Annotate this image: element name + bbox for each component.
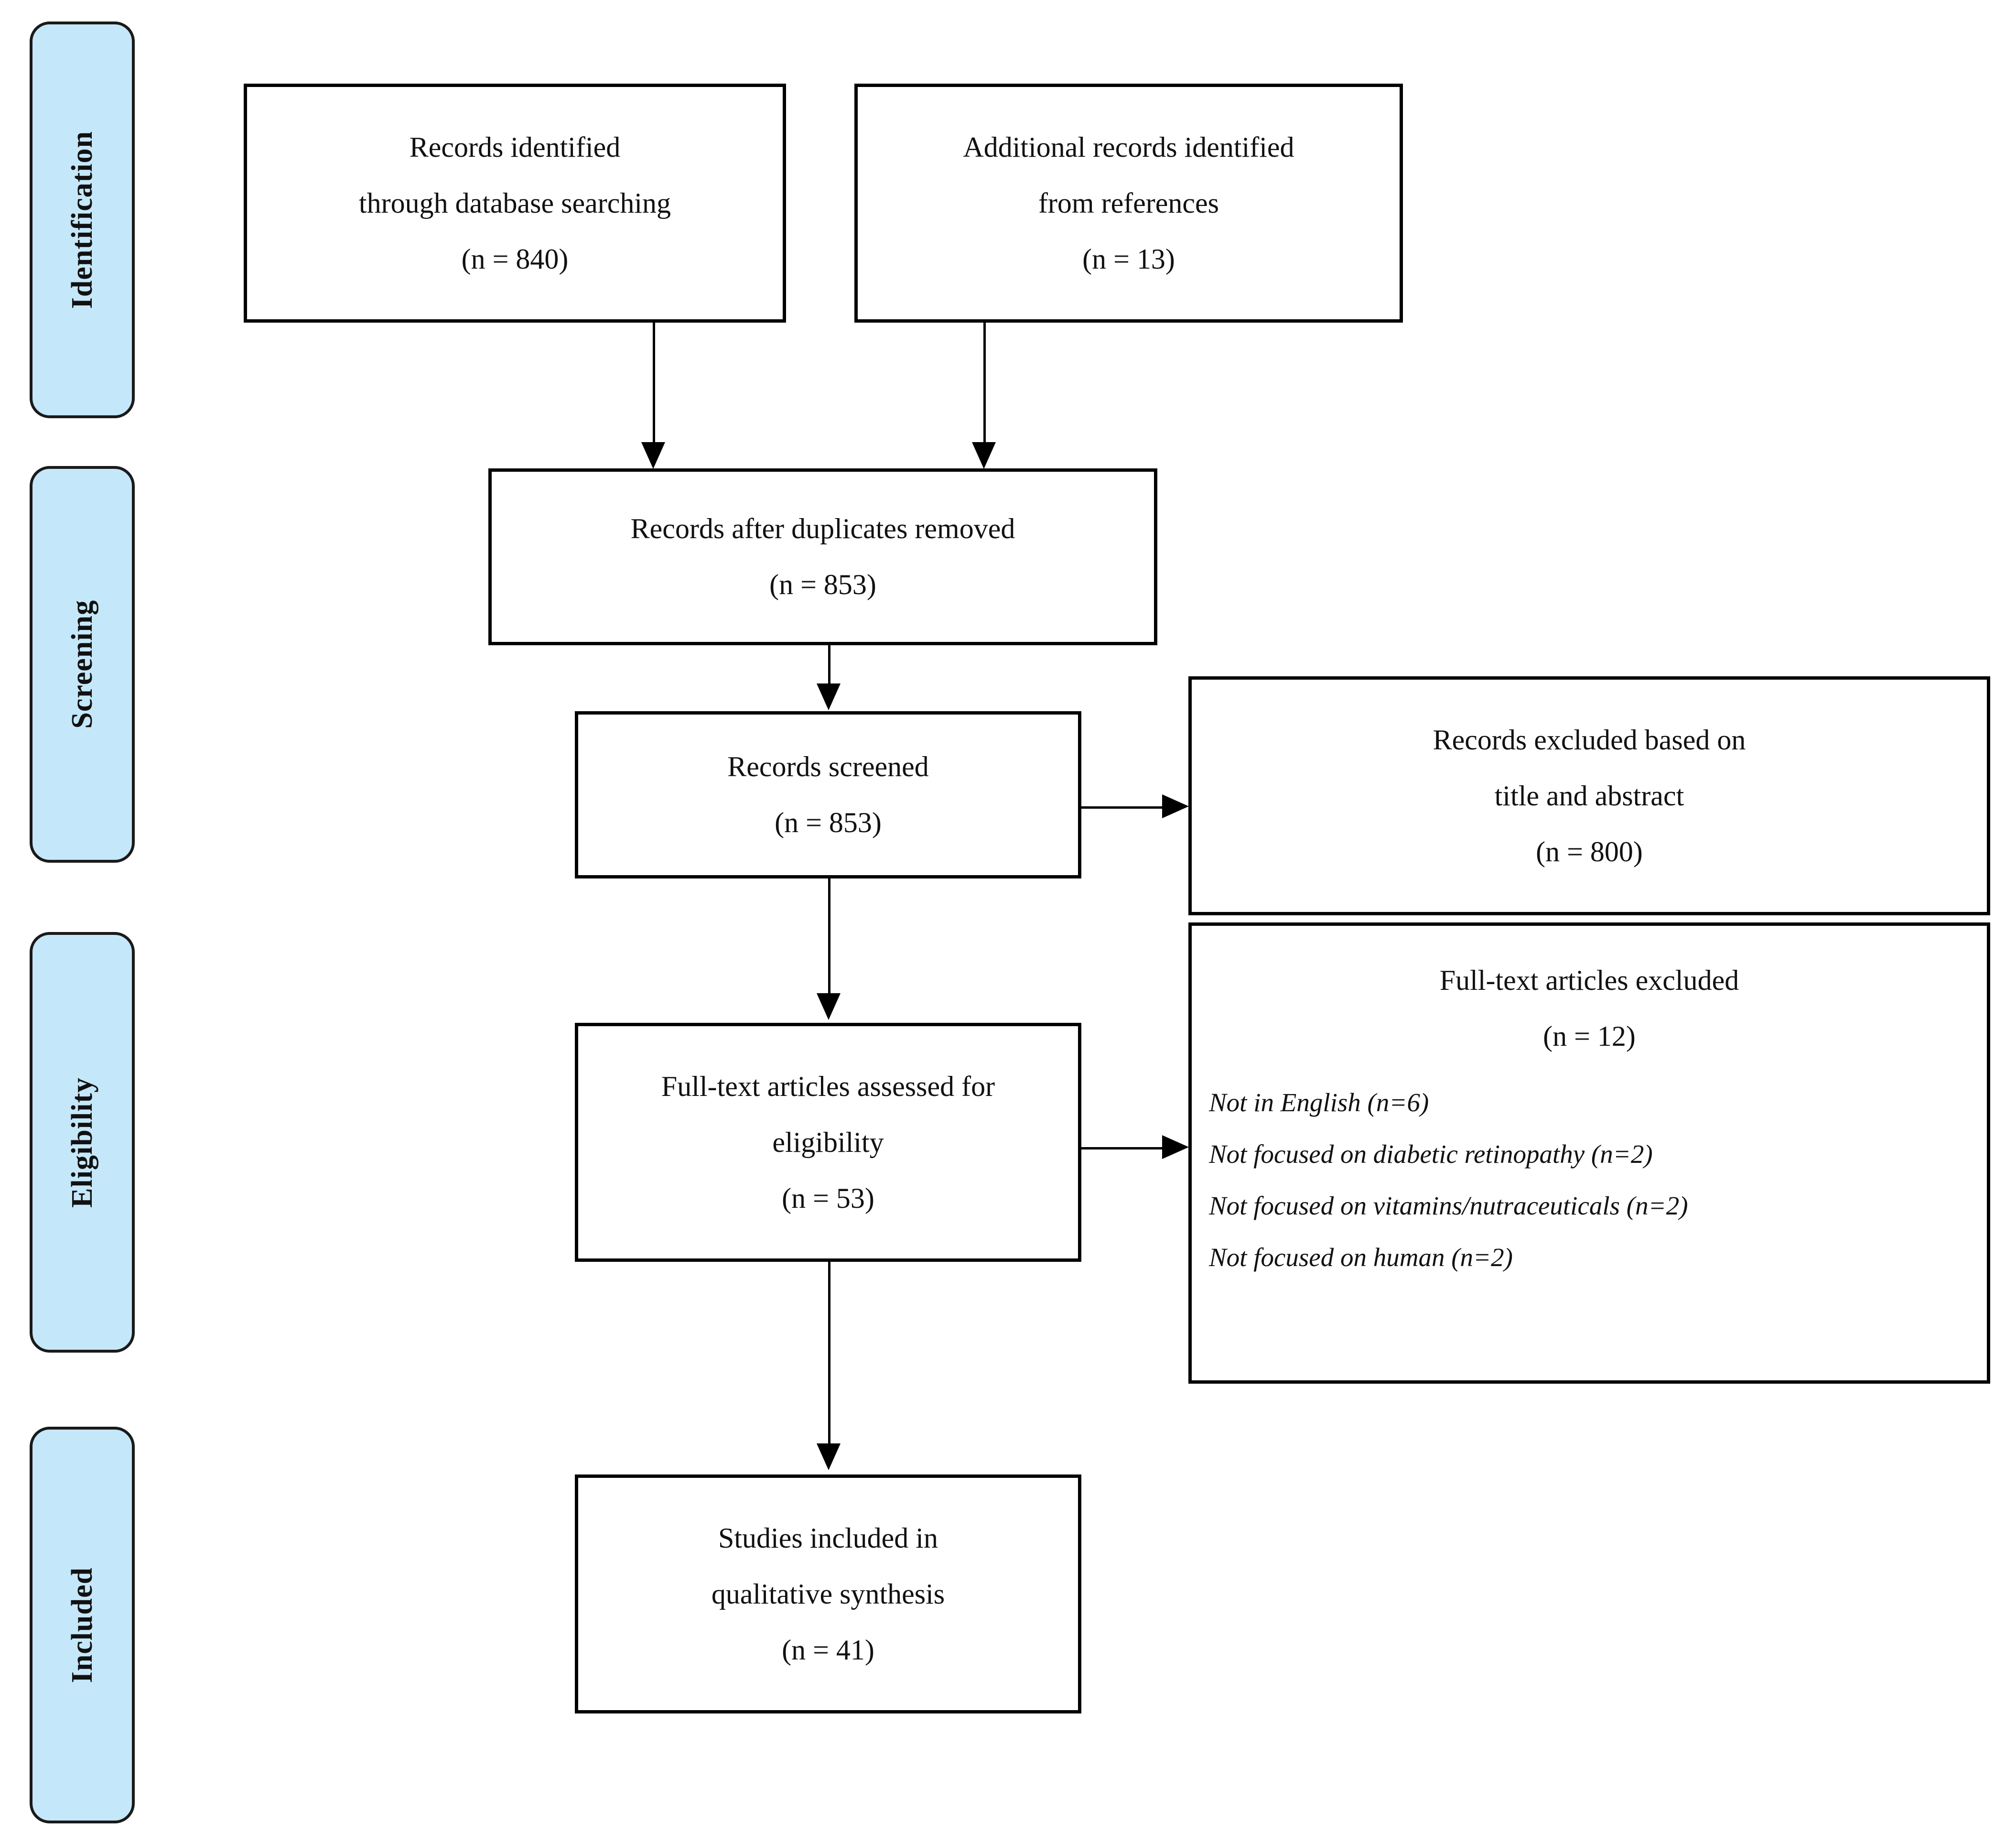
fulltext-excluded-heading: Full-text articles excluded (n = 12) [1192,953,1987,1064]
stage-label-eligibility: Eligibility [65,1077,98,1208]
exclusion-reason: Not focused on diabetic retinopathy (n=2… [1209,1139,1653,1169]
stage-pill-eligibility: Eligibility [30,932,135,1353]
box-count: (n = 13) [1082,243,1175,275]
arrowhead-screened-to-excluded [1162,794,1189,818]
connector-fulltext-to-included [828,1262,830,1446]
connector-screened-to-excluded [1081,806,1177,809]
box-count: (n = 853) [775,807,882,838]
box-line-2: through database searching [358,187,671,219]
exclusion-reason: Not in English (n=6) [1209,1088,1429,1117]
stage-label-identification: Identification [65,130,98,309]
fulltext-excluded-reasons: Not in English (n=6) Not focused on diab… [1192,1089,1987,1296]
box-records-after-duplicates: Records after duplicates removed (n = 85… [488,468,1157,645]
box-fulltext-excluded: Full-text articles excluded (n = 12) Not… [1188,922,1990,1384]
box-line-2: from references [1038,187,1219,219]
stage-pill-identification: Identification [30,22,135,418]
box-records-excluded: Records excluded based on title and abst… [1188,676,1990,915]
box-line-1: Records identified [409,131,621,163]
box-count: (n = 41) [782,1634,874,1666]
stage-pill-screening: Screening [30,466,135,863]
arrowhead-additional-to-duplicates [972,442,996,469]
arrowhead-screened-to-fulltext [817,993,841,1020]
box-line-1: Full-text articles excluded [1439,965,1739,996]
box-line-1: Full-text articles assessed for [661,1070,995,1102]
box-records-screened: Records screened (n = 853) [575,711,1081,878]
box-line-1: Records screened [727,751,929,782]
box-line-2: eligibility [772,1126,884,1158]
box-line-1: Records excluded based on [1433,724,1746,756]
box-count: (n = 840) [461,243,569,275]
box-line-2: title and abstract [1494,780,1684,812]
connector-fulltext-to-excluded [1081,1147,1177,1149]
exclusion-reason: Not focused on vitamins/nutraceuticals (… [1209,1191,1688,1220]
box-count: (n = 800) [1536,835,1643,867]
exclusion-reason: Not focused on human (n=2) [1209,1243,1513,1272]
box-records-identified-database: Records identified through database sear… [244,84,786,323]
stage-label-screening: Screening [65,600,98,729]
connector-db-search-to-duplicates [653,323,655,444]
box-count: (n = 853) [769,569,876,600]
box-count: (n = 53) [782,1182,874,1214]
arrowhead-db-search-to-duplicates [641,442,665,469]
box-line-2: qualitative synthesis [711,1578,945,1610]
arrowhead-duplicates-to-screened [817,683,841,710]
stage-label-included: Included [65,1567,98,1683]
connector-duplicates-to-screened [828,645,830,688]
arrowhead-fulltext-to-excluded [1162,1135,1189,1159]
box-additional-records: Additional records identified from refer… [854,84,1403,323]
arrowhead-fulltext-to-included [817,1443,841,1470]
box-count: (n = 12) [1543,1020,1636,1052]
box-studies-included: Studies included in qualitative synthesi… [575,1474,1081,1713]
box-fulltext-assessed: Full-text articles assessed for eligibil… [575,1023,1081,1262]
stage-pill-included: Included [30,1427,135,1823]
box-line-1: Additional records identified [963,131,1294,163]
connector-additional-to-duplicates [983,323,986,444]
box-line-1: Records after duplicates removed [630,513,1015,544]
connector-screened-to-fulltext [828,878,830,996]
box-line-1: Studies included in [718,1522,938,1554]
